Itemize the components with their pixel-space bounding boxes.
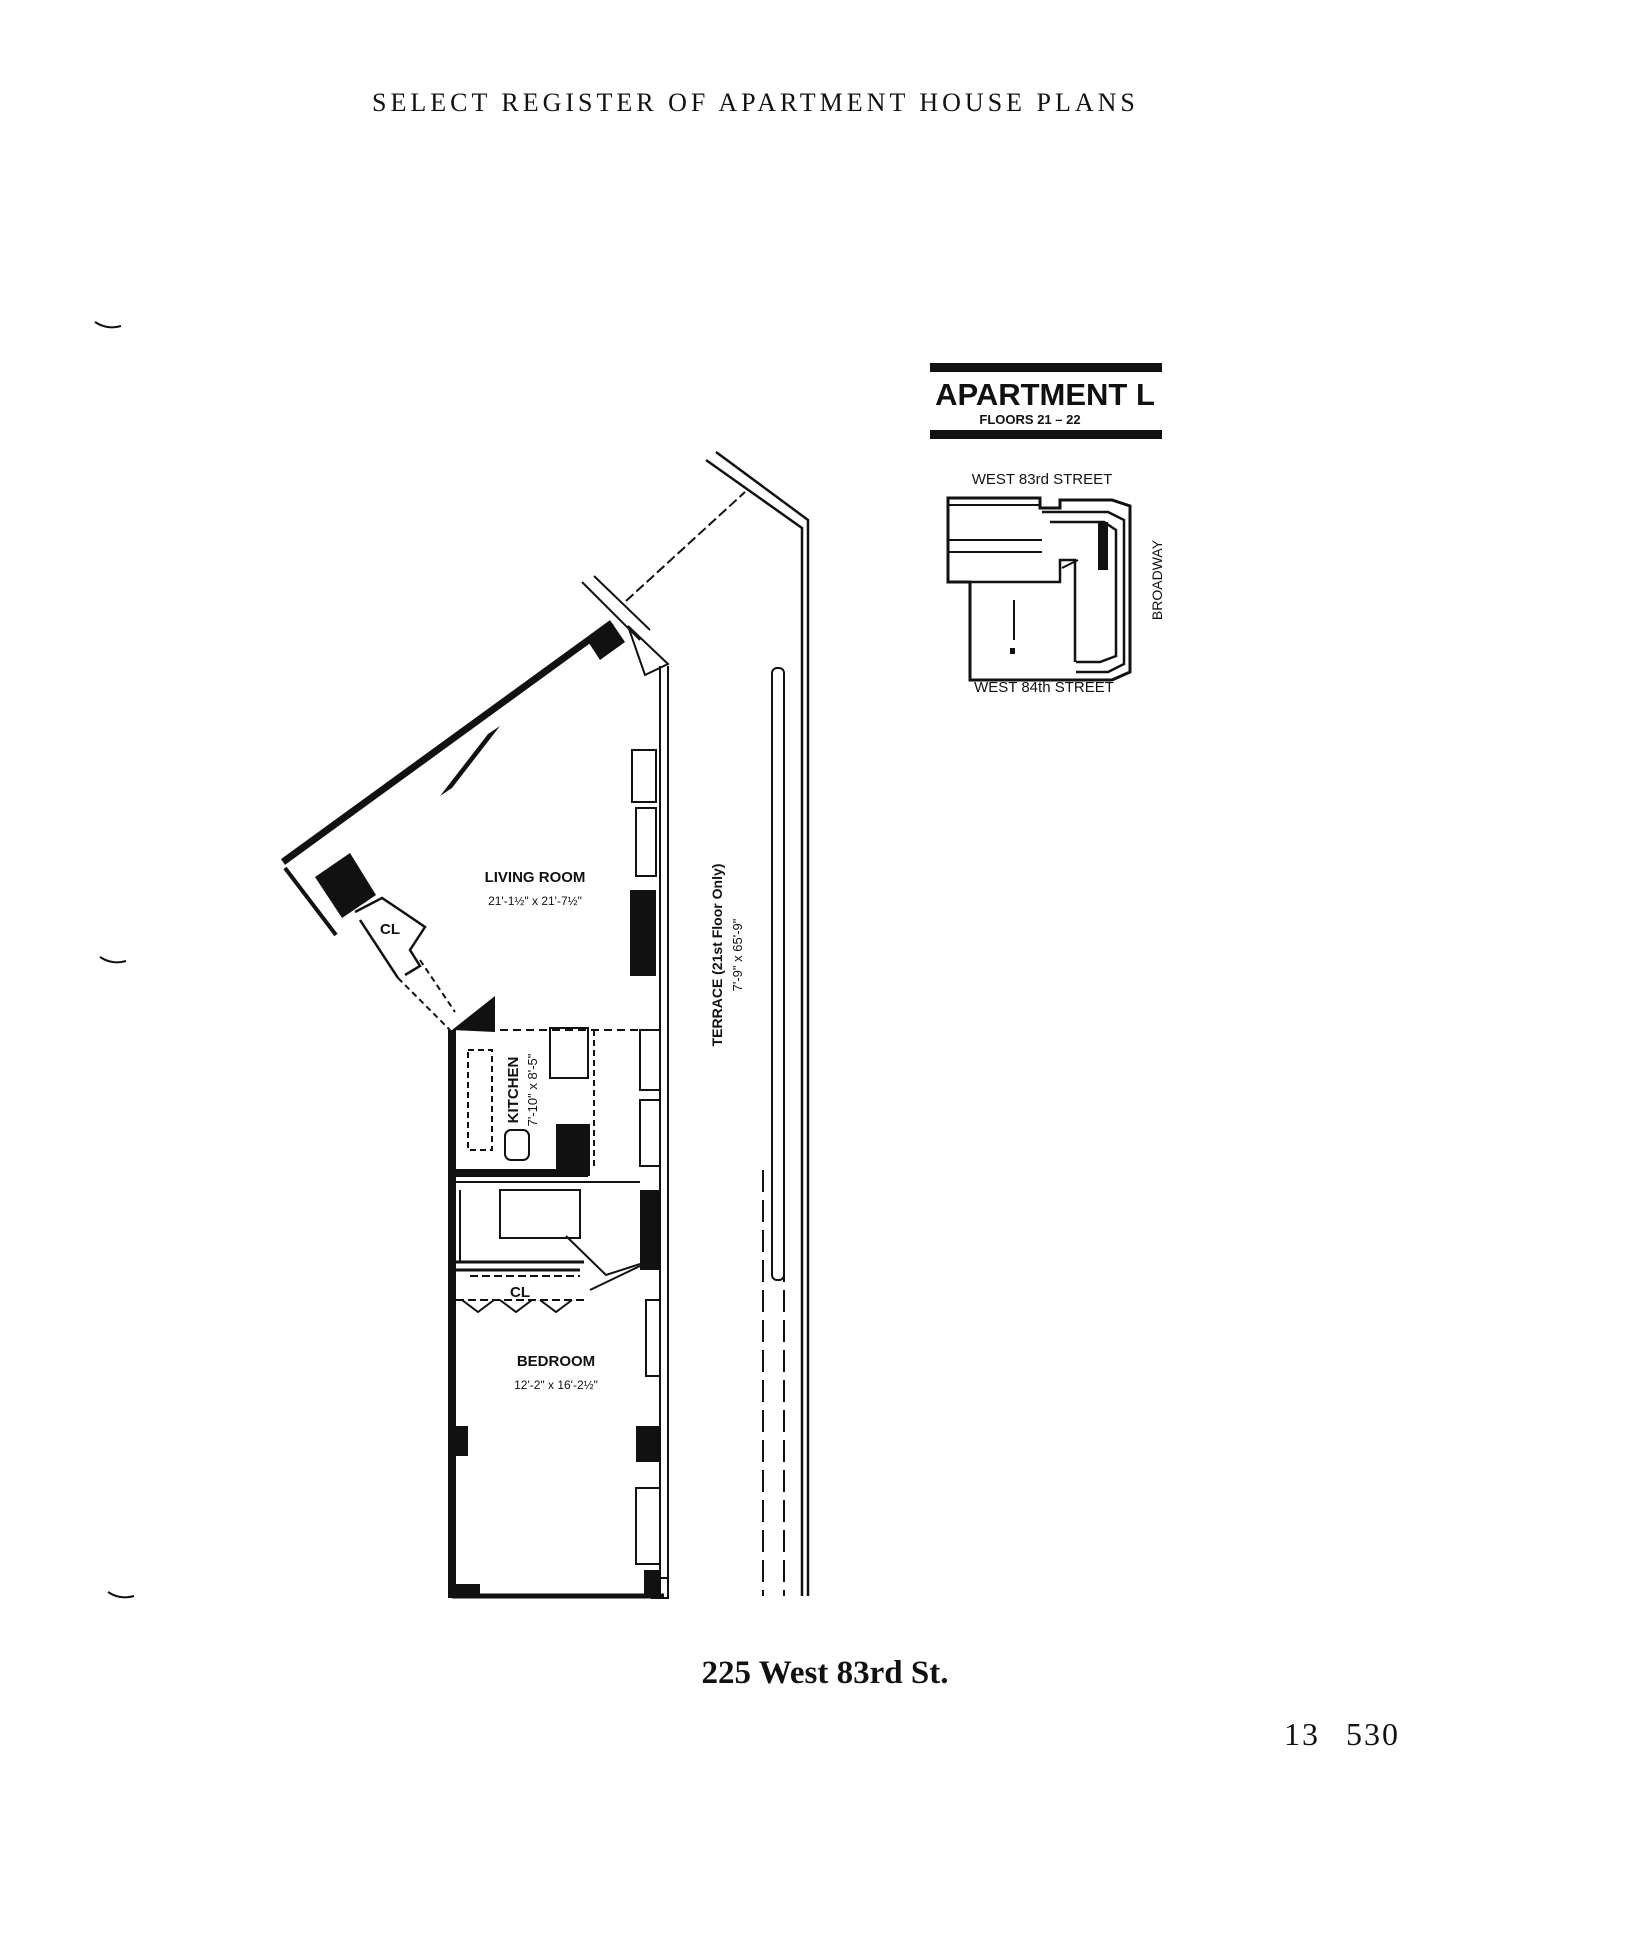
apartment-plan: [280, 450, 810, 1599]
bedroom-label: BEDROOM: [517, 1353, 595, 1370]
bedroom-closet-label: CL: [510, 1284, 530, 1301]
kitchen-dims: 7'-10" x 8'-5": [525, 1053, 540, 1126]
street-right-label: BROADWAY: [1149, 539, 1165, 620]
folio-right: 530: [1346, 1716, 1400, 1752]
key-plan: APARTMENT L FLOORS 21 – 22 WEST 83rd STR…: [930, 363, 1165, 696]
kitchen-label: KITCHEN: [505, 1057, 522, 1124]
page-title: SELECT REGISTER OF APARTMENT HOUSE PLANS: [372, 88, 1139, 117]
living-room-label: LIVING ROOM: [485, 869, 586, 886]
terrace-label: TERRACE (21st Floor Only): [709, 864, 725, 1047]
street-top-label: WEST 83rd STREET: [972, 471, 1113, 488]
living-room-dims: 21'-1½" x 21'-7½": [488, 894, 582, 908]
folio-left: 13: [1284, 1716, 1320, 1752]
street-bottom-label: WEST 84th STREET: [974, 679, 1114, 696]
living-closet-label: CL: [380, 921, 400, 938]
terrace-dims: 7'-9" x 65'-9": [730, 918, 745, 991]
building-address: 225 West 83rd St.: [701, 1655, 949, 1691]
bedroom-dims: 12'-2" x 16'-2½": [514, 1378, 598, 1392]
folio-number: 13 530: [1284, 1716, 1400, 1753]
key-plan-apartment: APARTMENT L: [935, 377, 1155, 412]
key-plan-floors: FLOORS 21 – 22: [979, 412, 1080, 427]
